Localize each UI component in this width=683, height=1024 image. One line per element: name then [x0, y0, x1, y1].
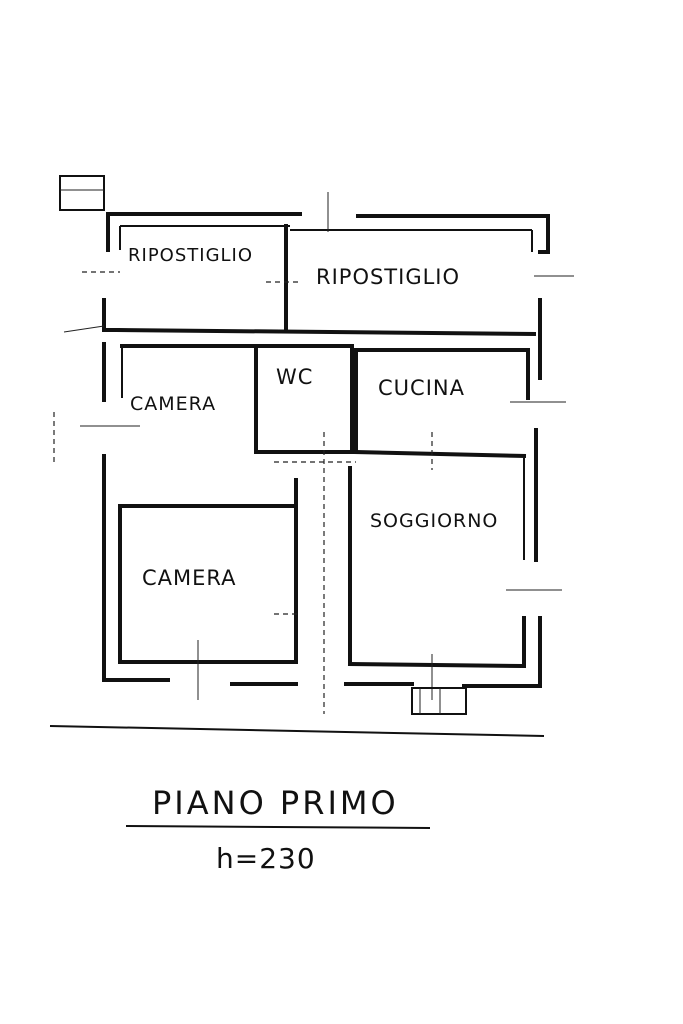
room-label-soggiorno: SOGGIORNO	[370, 510, 498, 532]
room-label-wc: WC	[276, 365, 313, 389]
ceiling-height: h=230	[216, 842, 316, 875]
room-label-ripostiglio-large: RIPOSTIGLIO	[316, 265, 460, 289]
ground-line	[49, 725, 545, 737]
room-label-camera-bottom: CAMERA	[142, 566, 237, 590]
room-label-ripostiglio-small: RIPOSTIGLIO	[128, 245, 253, 266]
room-label-cucina: CUCINA	[378, 376, 465, 400]
floor-title: PIANO PRIMO	[152, 784, 399, 822]
stair-stub	[59, 175, 105, 211]
floor-title-underline	[125, 825, 431, 829]
interior-walls	[115, 224, 537, 669]
door-marks	[53, 192, 574, 715]
outer-walls	[102, 212, 550, 688]
room-label-camera-top: CAMERA	[130, 393, 216, 415]
